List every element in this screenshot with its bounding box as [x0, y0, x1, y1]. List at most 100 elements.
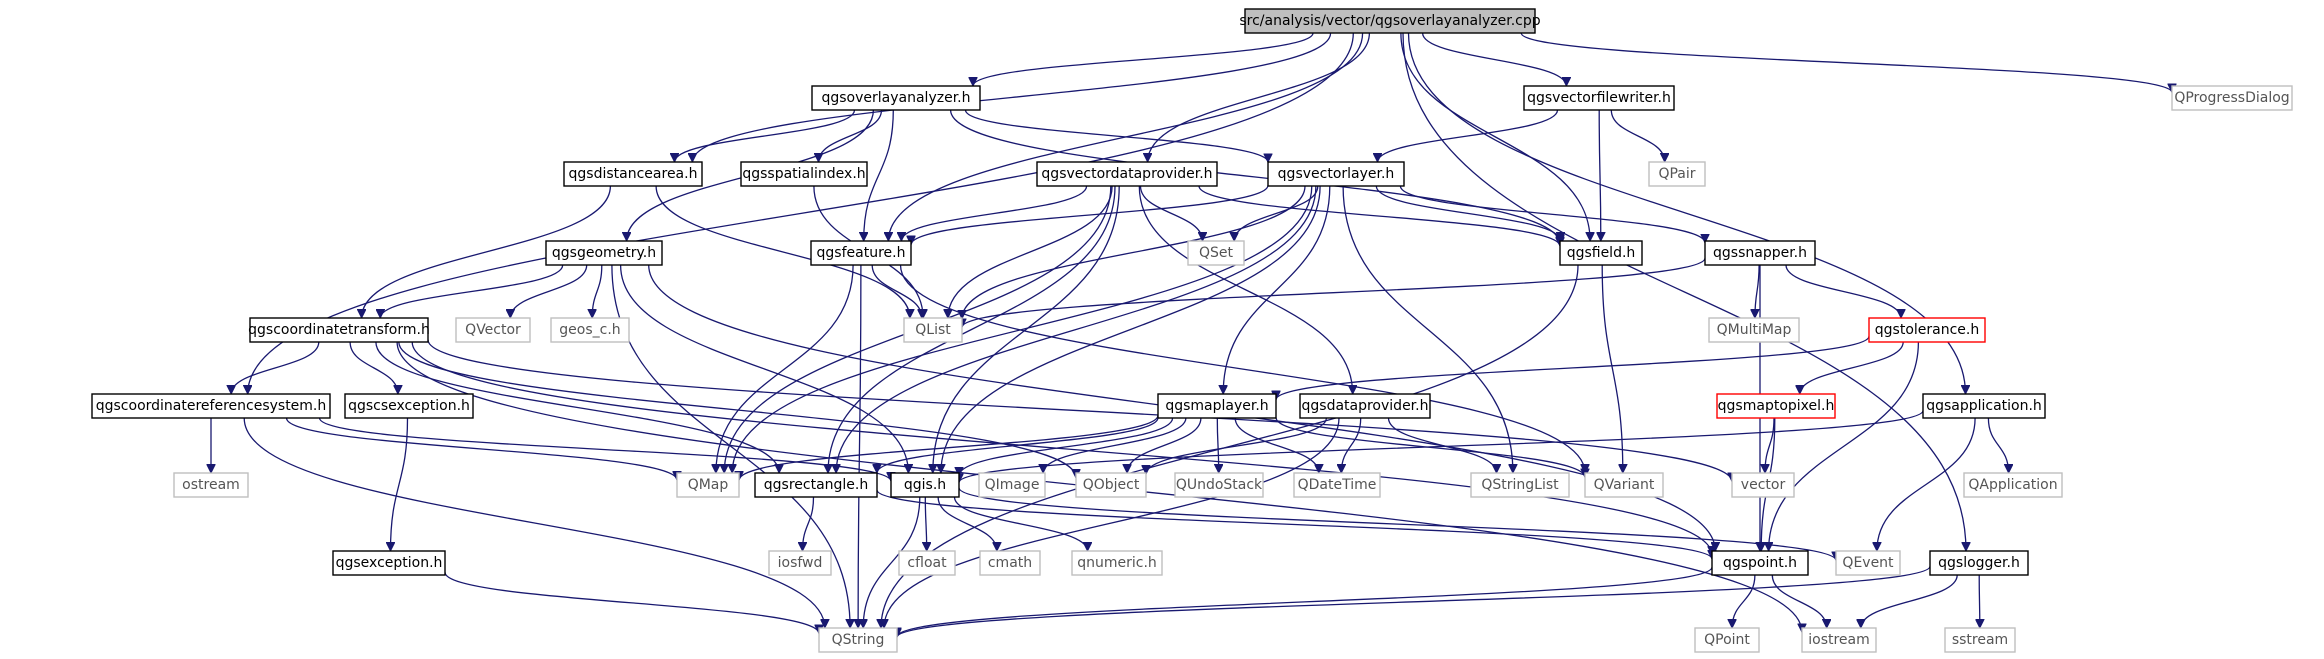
node-qevent[interactable]: QEvent — [1835, 550, 1901, 576]
node-qdatetime[interactable]: QDateTime — [1293, 472, 1381, 498]
node-box-vector — [1731, 472, 1795, 498]
node-logger[interactable]: qgslogger.h — [1929, 550, 2029, 576]
edge-vfwriter-to-field — [1599, 109, 1601, 241]
node-iostream[interactable]: iostream — [1801, 627, 1877, 653]
edge-root-to-qprogress — [1520, 32, 2172, 94]
node-label-cfloat: cfloat — [907, 555, 947, 571]
node-feature[interactable]: qgsfeature.h — [810, 240, 912, 266]
node-box-qdatetime — [1293, 472, 1381, 498]
node-box-qvector — [455, 317, 531, 343]
node-vdp[interactable]: qgsvectordataprovider.h — [1036, 161, 1218, 187]
node-qobject[interactable]: QObject — [1075, 472, 1147, 498]
node-overlay[interactable]: qgsoverlayanalyzer.h — [811, 85, 981, 111]
file-nodes: src/analysis/vector/qgsoverlayanalyzer.c… — [91, 8, 2293, 653]
node-qimage[interactable]: QImage — [978, 472, 1046, 498]
node-qapp[interactable]: QApplication — [1963, 472, 2063, 498]
edge-vfwriter-to-qpair — [1610, 109, 1664, 163]
node-label-iosfwd: iosfwd — [778, 555, 823, 571]
node-dataprov[interactable]: qgsdataprovider.h — [1299, 393, 1431, 419]
node-label-cmath: cmath — [988, 555, 1032, 571]
node-box-overlay — [811, 85, 981, 111]
node-snapper[interactable]: qgssnapper.h — [1704, 240, 1816, 266]
node-qgis[interactable]: qgis.h — [890, 472, 960, 498]
node-qnumeric[interactable]: qnumeric.h — [1071, 550, 1163, 576]
node-qstring[interactable]: QString — [818, 627, 898, 653]
node-qpair[interactable]: QPair — [1648, 161, 1706, 187]
node-box-distarea — [563, 161, 703, 187]
node-qvector[interactable]: QVector — [455, 317, 531, 343]
edge-root-to-field — [1400, 32, 1590, 241]
node-rect[interactable]: qgsrectangle.h — [754, 472, 878, 498]
edge-app-to-qgis — [959, 410, 1924, 484]
node-qmap[interactable]: QMap — [676, 472, 740, 498]
node-qlist[interactable]: QList — [903, 317, 963, 343]
node-box-qnumeric — [1071, 550, 1163, 576]
node-qmultimap[interactable]: QMultiMap — [1708, 317, 1800, 343]
node-qvariant[interactable]: QVariant — [1584, 472, 1664, 498]
node-qset[interactable]: QSet — [1187, 240, 1245, 266]
node-cfloat[interactable]: cfloat — [898, 550, 956, 576]
edge-feature-to-qlist — [871, 264, 922, 319]
node-exc[interactable]: qgsexception.h — [332, 550, 446, 576]
node-sstream[interactable]: sstream — [1944, 627, 2016, 653]
node-label-geosc: geos_c.h — [559, 322, 620, 338]
node-iosfwd[interactable]: iosfwd — [768, 550, 832, 576]
edge-snapper-to-tolerance — [1785, 264, 1901, 319]
node-app[interactable]: qgsapplication.h — [1922, 393, 2046, 419]
node-box-logger — [1929, 550, 2029, 576]
edge-snapper-to-qmultimap — [1755, 264, 1760, 318]
edge-tolerance-to-m2p — [1800, 341, 1904, 395]
node-root[interactable]: src/analysis/vector/qgsoverlayanalyzer.c… — [1239, 8, 1541, 34]
node-label-qvector: QVector — [465, 322, 521, 338]
node-qundo[interactable]: QUndoStack — [1174, 472, 1264, 498]
node-box-qundo — [1174, 472, 1264, 498]
node-spatidx[interactable]: qgsspatialindex.h — [740, 161, 868, 187]
edge-exc-to-qstring — [444, 571, 819, 634]
node-vector[interactable]: vector — [1731, 472, 1795, 498]
edge-snapper-to-qlist — [962, 257, 1706, 328]
node-field[interactable]: qgsfield.h — [1559, 240, 1643, 266]
node-m2p[interactable]: qgsmaptopixel.h — [1716, 393, 1836, 419]
node-qstrlist[interactable]: QStringList — [1470, 472, 1570, 498]
node-box-qstring — [818, 627, 898, 653]
node-box-cmath — [979, 550, 1041, 576]
node-label-crs: qgscoordinatereferencesystem.h — [96, 398, 327, 414]
edge-coordtr-to-vector — [427, 339, 1732, 482]
node-qpoint[interactable]: QPoint — [1694, 627, 1760, 653]
node-coordtr[interactable]: qgscoordinatetransform.h — [248, 317, 430, 343]
node-csexc[interactable]: qgscsexception.h — [344, 393, 474, 419]
edge-vdp-to-dataprov — [1138, 185, 1352, 394]
edge-overlay-to-feature — [864, 109, 894, 241]
node-vfwriter[interactable]: qgsvectorfilewriter.h — [1523, 85, 1675, 111]
node-label-qlist: QList — [915, 322, 951, 338]
edge-root-to-logger — [1402, 32, 1966, 551]
node-geom[interactable]: qgsgeometry.h — [545, 240, 663, 266]
edge-vlayer-to-field — [1375, 185, 1560, 242]
node-geosc[interactable]: geos_c.h — [550, 317, 630, 343]
edge-vlayer-to-qset — [1234, 185, 1319, 242]
node-box-geom — [545, 240, 663, 266]
node-point[interactable]: qgspoint.h — [1711, 550, 1809, 576]
node-box-app — [1922, 393, 2046, 419]
node-label-app: qgsapplication.h — [1926, 398, 2042, 414]
node-label-qpair: QPair — [1658, 166, 1695, 182]
node-box-coordtr — [249, 317, 429, 343]
edge-crs-to-qmap — [285, 417, 678, 481]
node-vlayer[interactable]: qgsvectorlayer.h — [1267, 161, 1405, 187]
edge-point-to-qstring — [897, 566, 1713, 638]
node-box-vlayer — [1267, 161, 1405, 187]
node-tolerance[interactable]: qgstolerance.h — [1868, 317, 1986, 343]
node-distarea[interactable]: qgsdistancearea.h — [563, 161, 703, 187]
node-ostream[interactable]: ostream — [173, 472, 249, 498]
node-label-qgis: qgis.h — [904, 477, 946, 493]
node-qprogress[interactable]: QProgressDialog — [2171, 85, 2293, 111]
edge-vlayer-to-snapper — [1399, 185, 1705, 244]
node-box-qstrlist — [1470, 472, 1570, 498]
node-crs[interactable]: qgscoordinatereferencesystem.h — [91, 393, 331, 419]
edge-logger-to-iostream — [1861, 574, 1958, 629]
edge-vdp-to-qlist — [948, 185, 1113, 318]
node-label-iostream: iostream — [1808, 632, 1870, 648]
node-maplayer[interactable]: qgsmaplayer.h — [1157, 393, 1277, 419]
node-cmath[interactable]: cmath — [979, 550, 1041, 576]
